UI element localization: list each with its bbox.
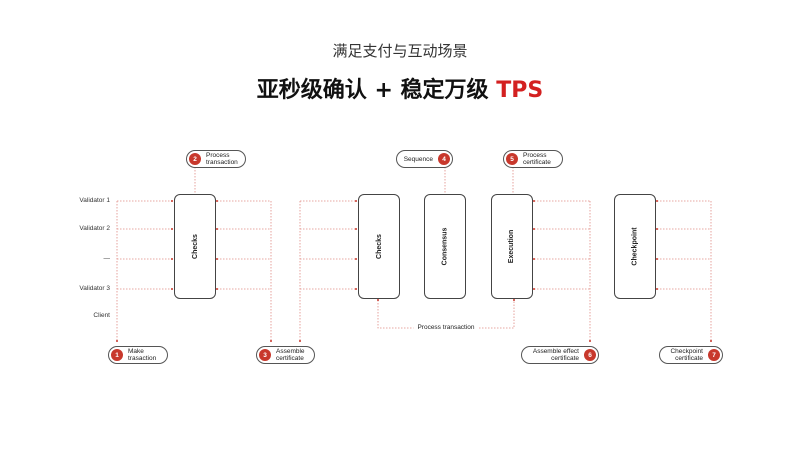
box-label: Execution xyxy=(508,229,516,264)
step-label: Assemble certificate xyxy=(276,348,305,362)
step-label: Make trasaction xyxy=(128,348,157,362)
box-label: Checkpoint xyxy=(631,227,639,266)
box-label: Checks xyxy=(191,234,199,259)
box-label: Consensus xyxy=(441,227,449,266)
page-title: 亚秒级确认 + 稳定万级 TPS xyxy=(0,72,800,104)
row-label-ellipsis: — xyxy=(103,255,111,262)
step-label: Checkpoint certificate xyxy=(670,348,703,362)
row-label-client: Client xyxy=(93,312,110,319)
step-label: Process certificate xyxy=(523,152,551,166)
box-label: Checks xyxy=(375,234,383,259)
row-label-validator-3: Validator 3 xyxy=(79,285,110,292)
step-number: 5 xyxy=(506,153,518,165)
step-label: Assemble effect certificate xyxy=(532,348,579,362)
checks-box-1: Checks xyxy=(174,194,216,299)
step-label: Process transaction xyxy=(206,152,238,166)
row-label-validator-2: Validator 2 xyxy=(79,225,110,232)
step-1-pill: 1 Make trasaction xyxy=(108,346,168,364)
loop-label: Process transaction xyxy=(413,324,479,331)
step-5-pill: 5 Process certificate xyxy=(503,150,563,168)
step-number: 4 xyxy=(438,153,450,165)
row-label-validator-1: Validator 1 xyxy=(79,197,110,204)
title-main: 亚秒级确认 + 稳定万级 xyxy=(256,78,489,103)
step-2-pill: 2 Process transaction xyxy=(186,150,246,168)
step-number: 3 xyxy=(259,349,271,361)
step-number: 7 xyxy=(708,349,720,361)
step-number: 2 xyxy=(189,153,201,165)
consensus-box: Consensus xyxy=(424,194,466,299)
subtitle: 满足支付与互动场景 xyxy=(332,42,468,60)
step-3-pill: 3 Assemble certificate xyxy=(256,346,315,364)
step-6-pill: Assemble effect certificate 6 xyxy=(521,346,599,364)
step-number: 1 xyxy=(111,349,123,361)
checkpoint-box: Checkpoint xyxy=(614,194,656,299)
title-accent: TPS xyxy=(496,78,544,103)
step-4-pill: Sequence 4 xyxy=(396,150,453,168)
execution-box: Execution xyxy=(491,194,533,299)
step-7-pill: Checkpoint certificate 7 xyxy=(659,346,723,364)
checks-box-2: Checks xyxy=(358,194,400,299)
step-number: 6 xyxy=(584,349,596,361)
step-label: Sequence xyxy=(403,155,433,163)
